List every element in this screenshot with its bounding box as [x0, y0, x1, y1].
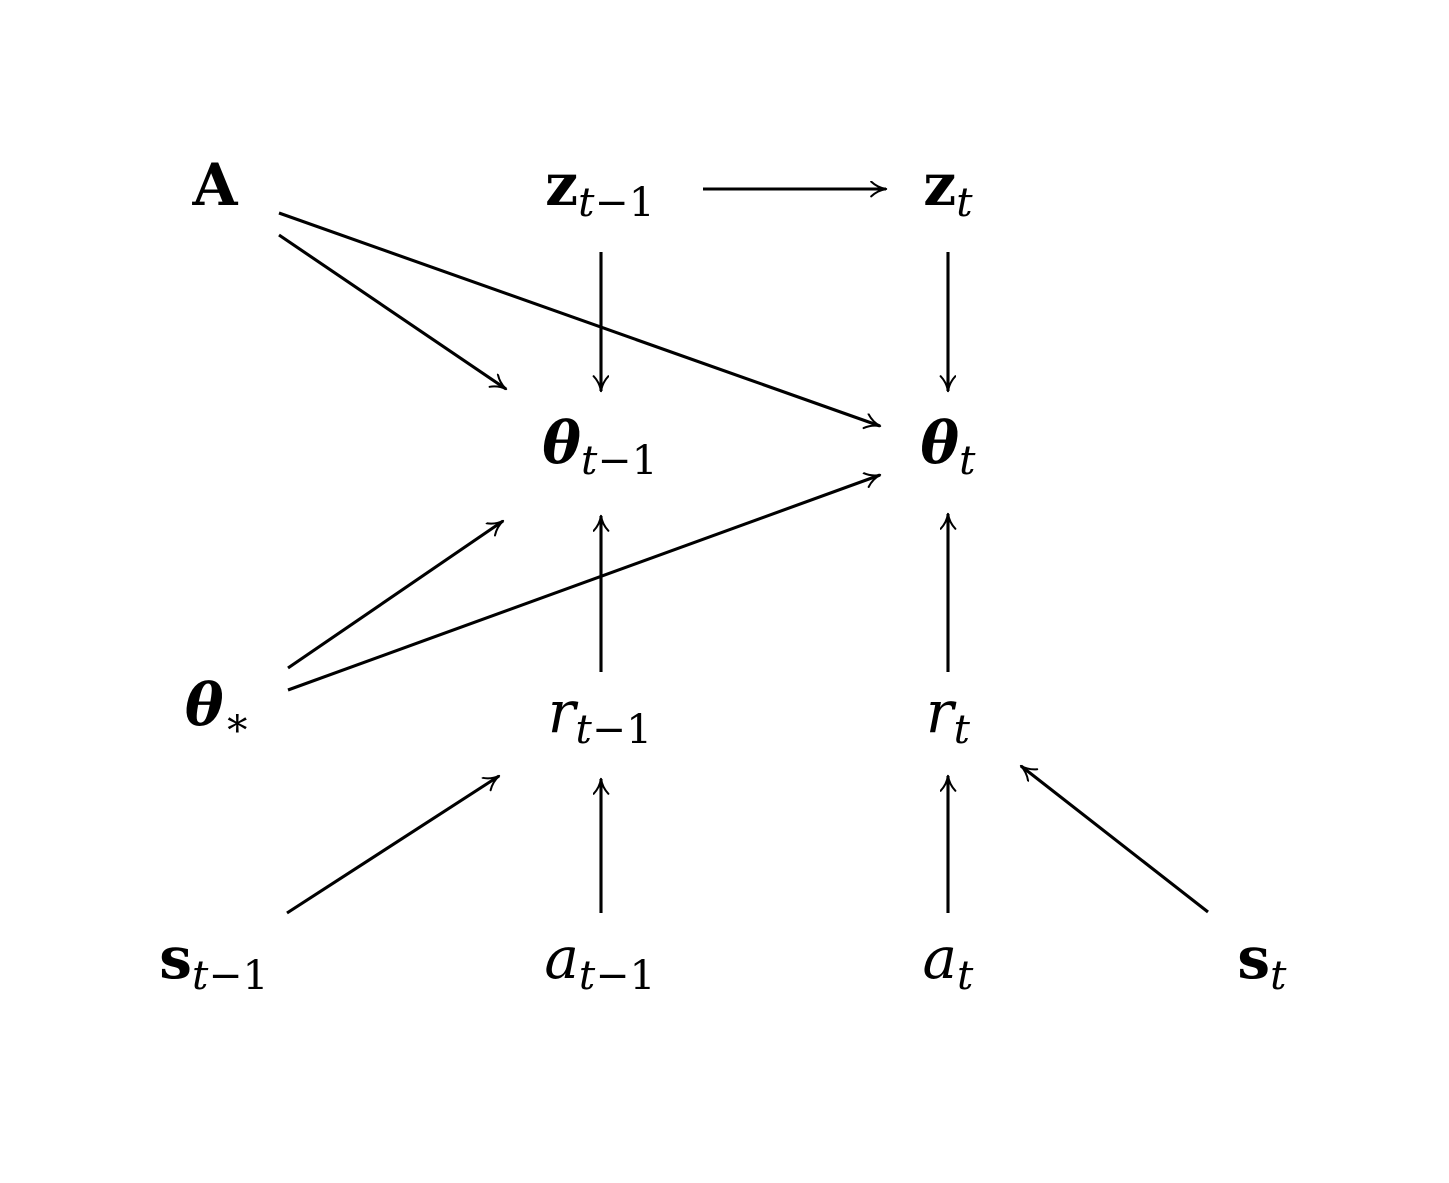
node-reward-r-t-minus-1[interactable]: rt−1 [547, 678, 653, 754]
node-action-a-t-minus-1[interactable]: at−1 [544, 924, 656, 1000]
edge-A-to-theta-t [278, 211, 880, 426]
node-base-symbol: θ [542, 409, 581, 477]
node-base-symbol: a [922, 924, 958, 992]
node-base-symbol: θ [920, 409, 960, 477]
edge-theta-star-to-theta-tminus1 [287, 519, 503, 670]
node-base-symbol: r [925, 678, 954, 746]
node-state-s-t-minus-1[interactable]: st−1 [159, 924, 269, 1000]
node-base-symbol: a [544, 924, 579, 992]
node-base-symbol: z [923, 151, 957, 219]
edge-s-tminus1-to-r-tminus1 [286, 774, 499, 915]
node-base-symbol: z [545, 151, 579, 219]
node-matrix-A[interactable]: A [192, 156, 237, 214]
node-latent-z-t-minus-1[interactable]: zt−1 [545, 151, 655, 227]
node-theta-t-minus-1[interactable]: θt−1 [542, 409, 658, 485]
node-theta-t[interactable]: θt [920, 409, 976, 485]
node-base-symbol: s [1237, 924, 1271, 992]
node-reward-r-t[interactable]: rt [925, 678, 971, 754]
node-base-symbol: s [159, 924, 192, 992]
node-base-symbol: r [547, 678, 576, 746]
edge-theta-star-to-theta-t [287, 475, 880, 692]
node-state-s-t[interactable]: st [1237, 924, 1287, 1000]
node-base-symbol: A [192, 151, 238, 219]
node-latent-z-t[interactable]: zt [923, 151, 973, 227]
edge-A-to-theta-tminus1 [278, 233, 506, 391]
edges-group [278, 189, 1209, 915]
edge-s-t-to-r-t [1021, 764, 1209, 914]
node-base-symbol: θ [184, 671, 224, 739]
node-action-a-t[interactable]: at [922, 924, 974, 1000]
node-theta-star[interactable]: θ∗ [184, 671, 252, 746]
